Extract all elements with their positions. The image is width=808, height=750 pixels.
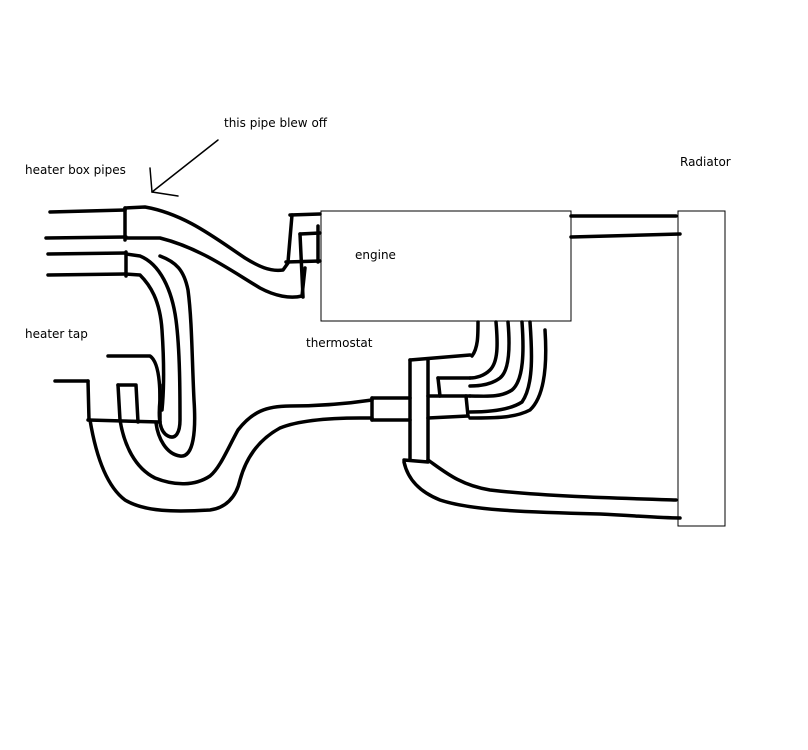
heater-tap-label: heater tap (25, 327, 88, 341)
heater-return-u-bend (124, 252, 197, 458)
thermostat-to-radiator-lower-hose (402, 458, 682, 520)
heater-stub-3 (46, 251, 128, 256)
thermostat-housing (370, 353, 472, 462)
thermostat-label: thermostat (306, 336, 373, 350)
heater-stub-1 (48, 208, 127, 214)
radiator-block (677, 210, 726, 527)
engine-to-radiator-upper-hose (569, 214, 682, 239)
heater-stub-2 (44, 235, 128, 240)
lower-return-hose (88, 398, 374, 513)
heater-tap-hose (53, 354, 162, 424)
engine-label: engine (355, 248, 396, 262)
heater-to-engine-hose (123, 205, 322, 299)
pipe-blew-off-label: this pipe blew off (224, 116, 328, 130)
heater-box-pipe-stubs (44, 206, 128, 278)
heater-box-pipes-label: heater box pipes (25, 163, 126, 177)
engine-to-thermostat-hoses (468, 320, 548, 420)
heater-stub-4 (46, 272, 128, 277)
radiator-label: Radiator (680, 155, 731, 169)
arrow-icon (149, 139, 219, 197)
engine-block (320, 210, 572, 322)
